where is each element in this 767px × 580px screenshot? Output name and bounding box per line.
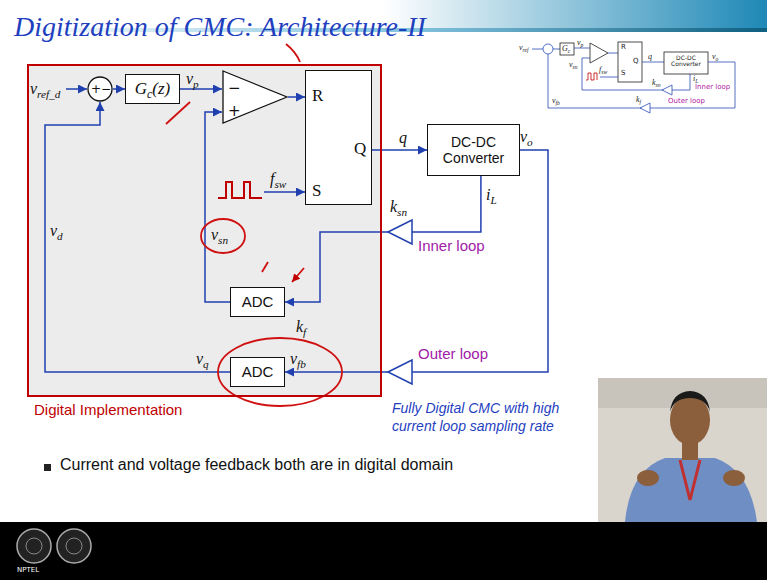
inset-pin: Q xyxy=(633,58,639,65)
loop-name: Inner loop xyxy=(418,238,485,255)
subscript: p xyxy=(581,42,584,48)
block-name: DC-DC Converter xyxy=(428,134,519,166)
caption-note: Fully Digital CMC with high current loop… xyxy=(392,400,592,435)
signal-wire xyxy=(113,88,125,90)
subscript: sn xyxy=(573,64,578,70)
adc-box: ADC xyxy=(230,287,285,317)
inset-signal: q xyxy=(648,53,652,61)
signal-name: vo xyxy=(520,128,533,146)
inset-gain: ksn xyxy=(652,79,661,87)
inset-block: DC-DC Converter xyxy=(664,55,708,68)
signal-name: vp xyxy=(186,70,199,88)
subscript: sn xyxy=(218,234,228,246)
subscript: f xyxy=(640,99,642,105)
signal-name: iL xyxy=(486,186,497,204)
inset-loop: Inner loop xyxy=(695,84,730,91)
subscript: L xyxy=(490,194,496,206)
pin-name: Q xyxy=(354,140,366,159)
bullet-text: Current and voltage feedback both are in… xyxy=(60,456,453,474)
inset-gain: kf xyxy=(636,96,641,104)
signal-wire xyxy=(205,112,230,302)
slide-title: Digitization of CMC: Architecture-II xyxy=(14,12,426,43)
pin-name: R xyxy=(312,87,323,106)
gain-name: ksn xyxy=(390,198,407,216)
region-heading: Digital Implementation xyxy=(34,402,182,419)
digital-region: Digital Implementation+−Gc(z)−+RQSADCADC xyxy=(27,64,382,397)
sign: − xyxy=(101,83,111,95)
subscript: sn xyxy=(397,206,407,218)
signal-name: vref_d xyxy=(30,80,60,98)
pin-name: S xyxy=(312,182,321,201)
signal-name: q xyxy=(399,129,407,147)
signal-name: vsn xyxy=(211,226,228,244)
inset-signal: vo xyxy=(712,53,718,61)
converter-box: DC-DC Converter xyxy=(427,124,520,176)
inset-signal: vp xyxy=(577,39,583,47)
inset-loop: Outer loop xyxy=(668,98,705,105)
subscript: sw xyxy=(274,178,286,190)
inset-pin: S xyxy=(621,70,625,77)
outline xyxy=(223,71,287,123)
inset-signal: fsw xyxy=(599,66,607,74)
signal-wire xyxy=(180,88,222,90)
subscript: ref_d xyxy=(37,88,60,100)
comparator: −+ xyxy=(222,70,288,124)
block-name: ADC xyxy=(242,293,274,310)
signal-wire xyxy=(45,102,230,372)
subscript: f xyxy=(303,326,306,338)
inset-signal: vref xyxy=(519,44,529,52)
sr-latch: R Q S xyxy=(305,70,372,205)
sign: + xyxy=(91,83,101,95)
logo-text: NPTEL xyxy=(17,567,39,575)
subscript: o xyxy=(527,136,533,148)
inset-signal: iL xyxy=(693,75,698,83)
subscript: fb xyxy=(556,100,560,106)
transfer-function: Gc(z) xyxy=(135,79,171,99)
block-name: ADC xyxy=(242,363,274,380)
signal-name: vfb xyxy=(290,350,306,368)
subscript: p xyxy=(193,78,199,90)
signal-name: vd xyxy=(50,222,63,240)
signal-wire xyxy=(288,96,305,98)
subscript: fb xyxy=(297,358,306,370)
adc-box: ADC xyxy=(230,357,285,387)
subscript: c xyxy=(147,87,152,101)
loop-name: Outer loop xyxy=(418,346,488,363)
subscript: c xyxy=(568,48,570,54)
controller-box: Gc(z) xyxy=(125,74,180,104)
signal-name: vq xyxy=(196,350,209,368)
outline xyxy=(88,77,112,101)
subscript: ref xyxy=(523,47,529,53)
subscript: q xyxy=(203,358,209,370)
gain-name: kf xyxy=(296,318,306,336)
inset-signal: vsn xyxy=(569,61,578,69)
inset-signal: vfb xyxy=(552,97,560,105)
subscript: o xyxy=(716,56,719,62)
inset-pin: R xyxy=(621,44,626,51)
subscript: d xyxy=(57,230,63,242)
subscript: sw xyxy=(601,69,607,75)
subscript: sn xyxy=(656,82,661,88)
signal-name: fsw xyxy=(270,170,286,188)
input-sign: − xyxy=(228,81,241,96)
input-sign: + xyxy=(228,104,241,119)
inset-block: Gc xyxy=(562,45,570,53)
summing-junction: +− xyxy=(87,76,113,102)
